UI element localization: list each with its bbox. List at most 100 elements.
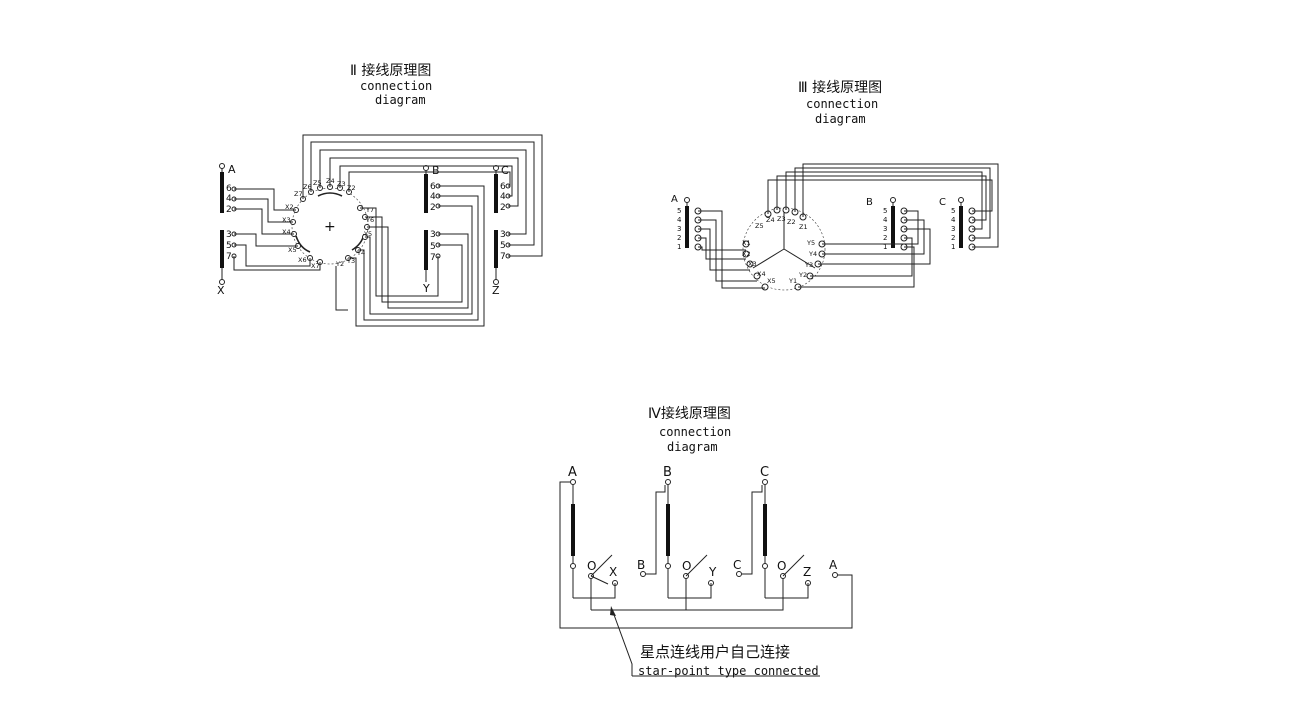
diagram-iii: A 5 4 3 2 1 B 5 4 3 2 1 C 5	[671, 163, 999, 291]
svg-text:Y1: Y1	[788, 277, 797, 285]
svg-text:1: 1	[883, 243, 887, 251]
label-y: Y	[422, 282, 430, 295]
diagram-ii-subtitle-connection: connection	[360, 79, 433, 93]
svg-text:Y5: Y5	[363, 230, 372, 238]
svg-text:4: 4	[951, 216, 956, 224]
star-point-note-english: star-point type connected	[638, 664, 819, 678]
tap-label: 5	[226, 241, 232, 251]
label-c-top: C	[760, 465, 769, 480]
switch-z: Z	[803, 565, 811, 579]
diagram-iii-wiring	[698, 163, 999, 289]
label-b-left: B	[637, 558, 645, 572]
svg-text:Y3: Y3	[804, 261, 813, 269]
switch-o-b: O	[682, 559, 691, 573]
svg-text:Z2: Z2	[347, 184, 356, 192]
svg-text:2: 2	[883, 234, 887, 242]
diagram-iv-title: Ⅳ接线原理图	[648, 406, 731, 422]
terminal-a	[219, 163, 225, 169]
tap-label: 7	[430, 253, 436, 263]
tap-label: 3	[226, 230, 232, 240]
tap-label: 5	[430, 242, 436, 252]
svg-text:3: 3	[951, 225, 955, 233]
tap-label: 6	[500, 182, 506, 192]
terminal-z	[493, 279, 499, 285]
star-point-note: 星点连线用户自己连接	[640, 643, 791, 661]
svg-text:Y2: Y2	[798, 271, 807, 279]
switch-o-a: O	[587, 559, 596, 573]
svg-text:Z4: Z4	[766, 216, 775, 224]
label-a-top: A	[568, 465, 577, 480]
diagram-iii-subtitle-connection: connection	[806, 97, 879, 111]
label-z: Z	[492, 284, 500, 297]
label-a: A	[228, 163, 236, 176]
tap-label: 5	[500, 241, 506, 251]
diagram-ii-subtitle-diagram: diagram	[375, 93, 426, 107]
tap-label: 3	[430, 230, 436, 240]
diagram-iii-subtitle-diagram: diagram	[815, 112, 866, 126]
svg-text:X7: X7	[311, 262, 320, 270]
svg-text:Y2: Y2	[335, 260, 344, 268]
tap-label: 2	[226, 205, 232, 215]
tap-label: 6	[430, 182, 436, 192]
svg-text:Z2: Z2	[787, 218, 796, 226]
svg-text:X5: X5	[288, 246, 297, 254]
tap-label: 3	[500, 230, 506, 240]
label-a-right: A	[829, 558, 838, 572]
svg-text:X4: X4	[757, 270, 766, 278]
svg-text:Y5: Y5	[806, 239, 815, 247]
label-a: A	[671, 194, 678, 205]
label-c: C	[939, 197, 946, 208]
svg-text:5: 5	[883, 207, 887, 215]
svg-text:4: 4	[883, 216, 888, 224]
diagram-ii: A X 6 4 2 3 5 7 B Y 6 4 2 3 5 7 C Z 6	[217, 134, 543, 327]
svg-text:Z1: Z1	[799, 223, 808, 231]
svg-text:Z5: Z5	[755, 222, 764, 230]
svg-text:Y4: Y4	[808, 250, 817, 258]
tap-label: 4	[226, 194, 232, 204]
diagram-iv: A B C O X O Y	[559, 465, 853, 677]
svg-text:X2: X2	[285, 203, 294, 211]
ring-center: +	[324, 219, 336, 235]
svg-text:X3: X3	[748, 260, 757, 268]
svg-text:5: 5	[951, 207, 955, 215]
svg-text:5: 5	[677, 207, 681, 215]
svg-text:2: 2	[677, 234, 681, 242]
svg-text:Y7: Y7	[365, 206, 374, 214]
tap-label: 6	[226, 184, 232, 194]
svg-text:Z7: Z7	[294, 190, 303, 198]
svg-text:X5: X5	[767, 277, 776, 285]
svg-text:X6: X6	[298, 256, 307, 264]
diagram-ii-wiring	[233, 134, 543, 327]
tap-label: 7	[226, 252, 232, 262]
svg-text:Z5: Z5	[313, 179, 322, 187]
diagram-iv-subtitle-diagram: diagram	[667, 440, 718, 454]
selector-labels: Z5 Z4 Z3 Z2 Z1 X1 X2 X3 X4 X5 Y5 Y4 Y3 Y…	[742, 215, 817, 285]
terminal-x	[219, 279, 225, 285]
tap-label: 4	[430, 192, 436, 202]
label-x: X	[217, 284, 225, 297]
svg-text:Z6: Z6	[303, 183, 312, 191]
svg-text:1: 1	[677, 243, 681, 251]
svg-text:Y6: Y6	[365, 216, 374, 224]
switch-x: X	[609, 565, 617, 579]
svg-text:X4: X4	[282, 228, 291, 236]
label-c: C	[501, 164, 509, 177]
label-b: B	[866, 197, 873, 208]
switch-o-c: O	[777, 559, 786, 573]
svg-text:Z3: Z3	[337, 180, 346, 188]
tap-label: 7	[500, 252, 506, 262]
svg-text:Y4: Y4	[356, 249, 365, 257]
svg-text:Y3: Y3	[346, 257, 355, 265]
svg-text:X3: X3	[282, 216, 291, 224]
svg-text:1: 1	[951, 243, 955, 251]
svg-text:Z3: Z3	[777, 215, 786, 223]
label-c-left: C	[733, 558, 741, 572]
svg-text:4: 4	[677, 216, 682, 224]
label-b-top: B	[663, 465, 672, 480]
tap-label: 4	[500, 192, 506, 202]
diagram-ii-title: Ⅱ 接线原理图	[350, 63, 432, 79]
switch-y: Y	[708, 565, 717, 579]
svg-text:2: 2	[951, 234, 955, 242]
svg-text:3: 3	[883, 225, 887, 233]
